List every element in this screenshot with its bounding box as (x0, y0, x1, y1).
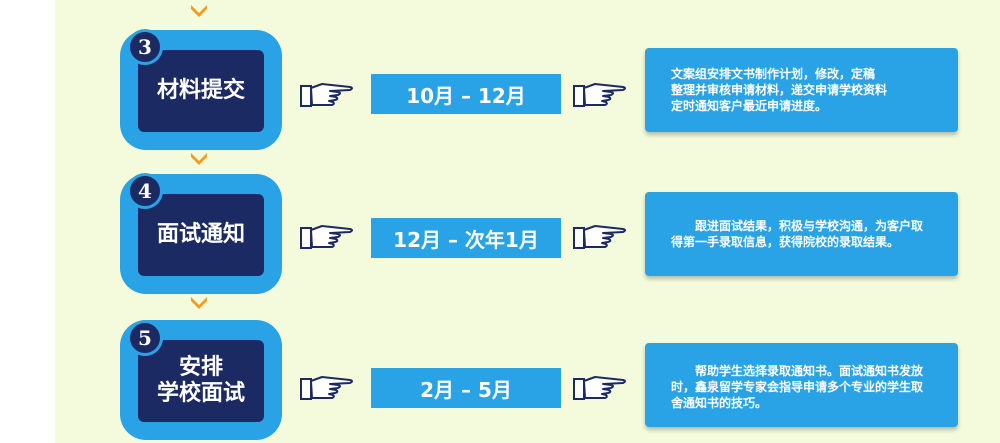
pointing-hand-icon (300, 222, 356, 252)
description-line: 文案组安排文书制作计划，修改，定稿 (671, 67, 876, 81)
description-line: 得第一手录取信息，获得院校的录取结果。 (671, 235, 900, 249)
pointing-hand-icon (573, 373, 629, 403)
date-range-label: 10月 – 12月 (371, 74, 561, 114)
step-description: 跟进面试结果，积极与学校沟通，为客户取 得第一手录取信息，获得院校的录取结果。 (645, 192, 958, 276)
step-title-line: 面试通知 (156, 222, 245, 247)
date-range-label: 12月 – 次年1月 (371, 218, 561, 258)
step-title-line: 安排 (178, 355, 223, 380)
step-title: 安排 学校面试 (138, 340, 264, 422)
step-description: 文案组安排文书制作计划，修改，定稿 整理并审核申请材料，递交申请学校资料 定时通… (645, 48, 958, 132)
pointing-hand-icon (573, 222, 629, 252)
description-line: 时，鑫泉留学专家会指导申请多个专业的学生取 (671, 380, 924, 394)
description-line: 定时通知客户最近申请进度。 (671, 99, 828, 113)
chevron-down-icon (191, 5, 207, 17)
chevron-down-icon (191, 297, 207, 309)
description-line: 帮助学生选择录取通知书。面试通知书发放 (671, 364, 924, 378)
step-number-badge: 4 (127, 173, 163, 209)
step-description: 帮助学生选择录取通知书。面试通知书发放 时，鑫泉留学专家会指导申请多个专业的学生… (645, 343, 958, 427)
step-title: 面试通知 (138, 194, 264, 276)
pointing-hand-icon (300, 80, 356, 110)
date-range-label: 2月 – 5月 (371, 368, 561, 408)
step-title: 材料提交 (138, 50, 264, 132)
pointing-hand-icon (300, 373, 356, 403)
pointing-hand-icon (573, 80, 629, 110)
description-line: 整理并审核申请材料，递交申请学校资料 (671, 83, 888, 97)
description-line: 舍通知书的技巧。 (671, 396, 768, 410)
step-title-line: 学校面试 (156, 381, 245, 406)
chevron-down-icon (191, 153, 207, 165)
step-number-badge: 5 (127, 320, 163, 356)
step-number-badge: 3 (127, 29, 163, 65)
description-line: 跟进面试结果，积极与学校沟通，为客户取 (671, 219, 924, 233)
step-title-line: 材料提交 (156, 78, 245, 103)
